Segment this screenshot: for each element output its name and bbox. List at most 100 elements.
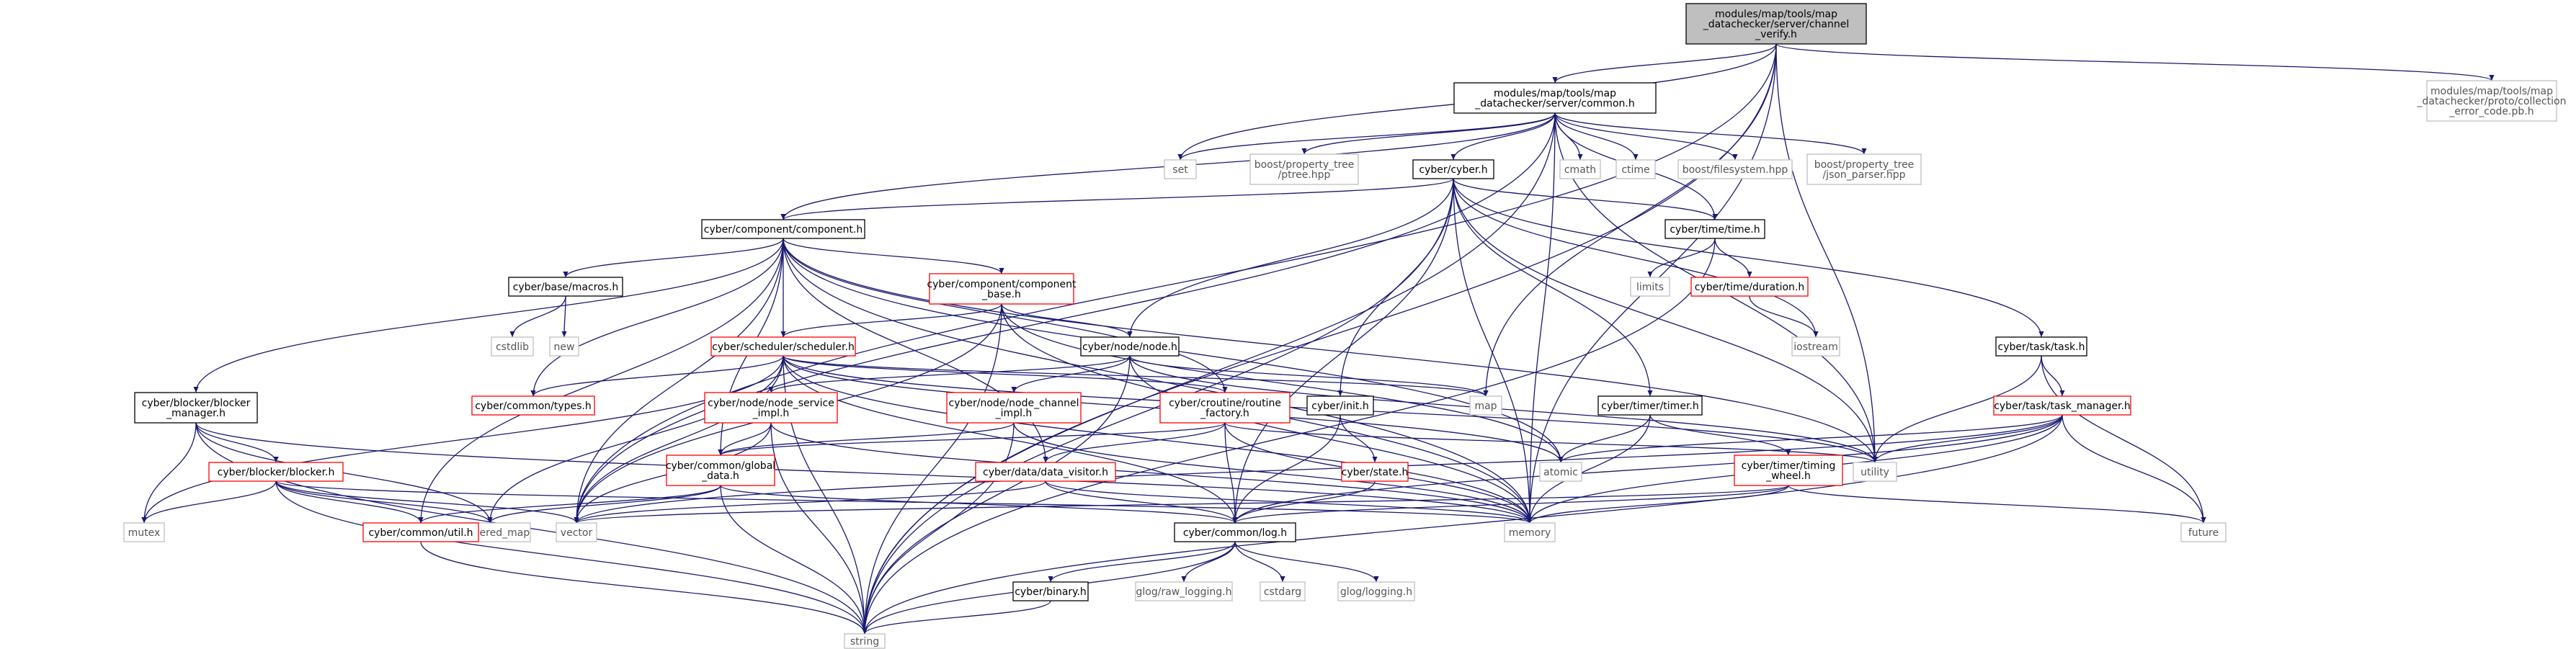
node-taskmgr-label-line-0: cyber/task/task_manager.h [1994,400,2131,412]
node-blocker-label-line-0: cyber/blocker/blocker.h [218,467,335,478]
node-timeh[interactable]: cyber/time/time.h [1664,219,1765,239]
node-util[interactable]: cyber/common/util.h [362,522,479,542]
edge-scheduler-to-memory [783,355,1533,524]
node-iostream[interactable]: iostream [1791,336,1840,357]
node-macros[interactable]: cyber/base/macros.h [508,277,623,297]
node-binary[interactable]: cyber/binary.h [1012,581,1089,601]
node-common-box [1453,82,1657,114]
node-routine[interactable]: cyber/croutine/routine_factory.h [1159,392,1291,424]
node-future[interactable]: future [2180,522,2227,542]
node-log-label-line-0: cyber/common/log.h [1183,527,1287,539]
node-glog-box [1337,581,1415,601]
node-nodeh-box [1080,336,1180,357]
node-vector-box [556,522,597,542]
node-blockermgr-label-line-0: cyber/blocker/blocker [142,398,251,409]
edge-init-to-log [1232,414,1341,524]
node-globaldata-label-line-1: _data.h [701,470,739,482]
node-compbase-label-line-0: cyber/component/component [927,279,1077,290]
node-globaldata[interactable]: cyber/common/global_data.h [666,455,775,486]
node-json-label-line-1: /json_parser.hpp [1822,169,1905,181]
node-root-label-line-0: modules/map/tools/map [1715,9,1837,20]
node-root[interactable]: modules/map/tools/map_datachecker/server… [1685,3,1867,45]
edge-root-to-proto [1775,43,2495,81]
node-new[interactable]: new [549,336,579,357]
node-cmath-label-line-0: cmath [1564,164,1596,176]
node-cstdarg-box [1260,581,1306,601]
node-state[interactable]: cyber/state.h [1341,462,1409,482]
node-string[interactable]: string [844,633,886,649]
edge-common-to-ctime [1554,112,1639,161]
node-atomic[interactable]: atomic [1539,462,1582,482]
node-timer-box [1597,395,1703,416]
node-binary-box [1012,581,1089,601]
edge-nodeh-to-nodeservice [768,355,1131,393]
node-map[interactable]: map [1469,395,1502,416]
node-map-label-line-0: map [1474,400,1497,412]
node-compbase[interactable]: cyber/component/component_base.h [927,273,1077,305]
node-utility[interactable]: utility [1853,462,1897,482]
node-duration[interactable]: cyber/time/duration.h [1690,277,1809,297]
edge-datavisitor-to-vector [574,480,1046,524]
node-limits[interactable]: limits [1630,277,1670,297]
node-nodeservice[interactable]: cyber/node/node_service_impl.h [704,392,838,424]
node-vector[interactable]: vector [556,522,597,542]
node-cstdlib[interactable]: cstdlib [491,336,534,357]
node-component[interactable]: cyber/component/component.h [701,219,865,239]
node-cyber-label-line-0: cyber/cyber.h [1419,164,1487,176]
node-cyber[interactable]: cyber/cyber.h [1412,159,1494,179]
node-filesystem[interactable]: boost/filesystem.hpp [1677,159,1793,179]
node-task-box [1995,336,2087,357]
node-ptree[interactable]: boost/property_tree/ptree.hpp [1249,153,1359,185]
node-iostream-box [1791,336,1840,357]
node-common[interactable]: modules/map/tools/map_datachecker/server… [1453,82,1657,114]
edge-taskmgr-to-vector [574,414,2063,524]
node-init[interactable]: cyber/init.h [1306,395,1374,416]
node-nodechannel[interactable]: cyber/node/node_channel_impl.h [946,392,1082,424]
node-memory[interactable]: memory [1504,522,1556,542]
node-nodeh[interactable]: cyber/node/node.h [1080,336,1180,357]
edge-binary-to-string [862,600,1051,635]
node-limits-box [1630,277,1670,297]
node-log[interactable]: cyber/common/log.h [1174,522,1296,542]
edge-nodechannel-to-memory [1013,422,1533,524]
node-task[interactable]: cyber/task/task.h [1995,336,2087,357]
edge-common-to-ptree [1301,112,1556,155]
node-component-box [701,219,865,239]
node-cmath[interactable]: cmath [1559,159,1601,179]
node-util-box [362,522,479,542]
node-timingwheel[interactable]: cyber/timer/timing_wheel.h [1734,455,1843,486]
edge-routine-to-log [1224,422,1238,524]
node-map-box [1469,395,1502,416]
edge-scheduler-to-unorderedmap [487,355,784,524]
edge-cyber-to-iostream [1453,178,1819,338]
node-ctime[interactable]: ctime [1615,159,1656,179]
edge-nodeh-to-utility [1129,355,1878,463]
node-future-box [2180,522,2227,542]
node-atomic-label-line-0: atomic [1543,467,1578,478]
node-blockermgr[interactable]: cyber/blocker/blocker_manager.h [134,392,258,424]
node-blocker[interactable]: cyber/blocker/blocker.h [208,462,344,482]
node-timer[interactable]: cyber/timer/timer.h [1597,395,1703,416]
node-root-label-line-2: _verify.h [1755,29,1797,40]
node-rawlog[interactable]: glog/raw_logging.h [1135,581,1233,601]
node-nodeservice-box [704,392,838,424]
node-types[interactable]: cyber/common/types.h [471,395,595,416]
edge-log-to-cstdarg [1234,541,1285,583]
node-taskmgr[interactable]: cyber/task/task_manager.h [1993,395,2131,416]
node-timingwheel-label-line-1: _wheel.h [1765,470,1811,482]
edge-globaldata-to-util [418,485,721,524]
node-mutex[interactable]: mutex [123,522,165,542]
node-proto-label-line-1: _datachecker/proto/collection [2417,96,2567,107]
node-cstdarg[interactable]: cstdarg [1260,581,1306,601]
node-proto-label-line-2: _error_code.pb.h [2448,106,2533,117]
node-scheduler[interactable]: cyber/scheduler/scheduler.h [710,336,856,357]
edge-common-to-vector [574,112,1556,524]
edge-nodeh-to-nodechannel [1011,355,1131,393]
node-set[interactable]: set [1164,159,1197,179]
edge-timeh-to-limits [1647,238,1716,278]
node-json[interactable]: boost/property_tree/json_parser.hpp [1806,153,1922,185]
node-glog[interactable]: glog/logging.h [1337,581,1415,601]
edge-cyber-to-task [1453,178,2044,338]
node-datavisitor[interactable]: cyber/data/data_visitor.h [975,462,1116,482]
node-proto[interactable]: modules/map/tools/map_datachecker/proto/… [2417,80,2567,122]
